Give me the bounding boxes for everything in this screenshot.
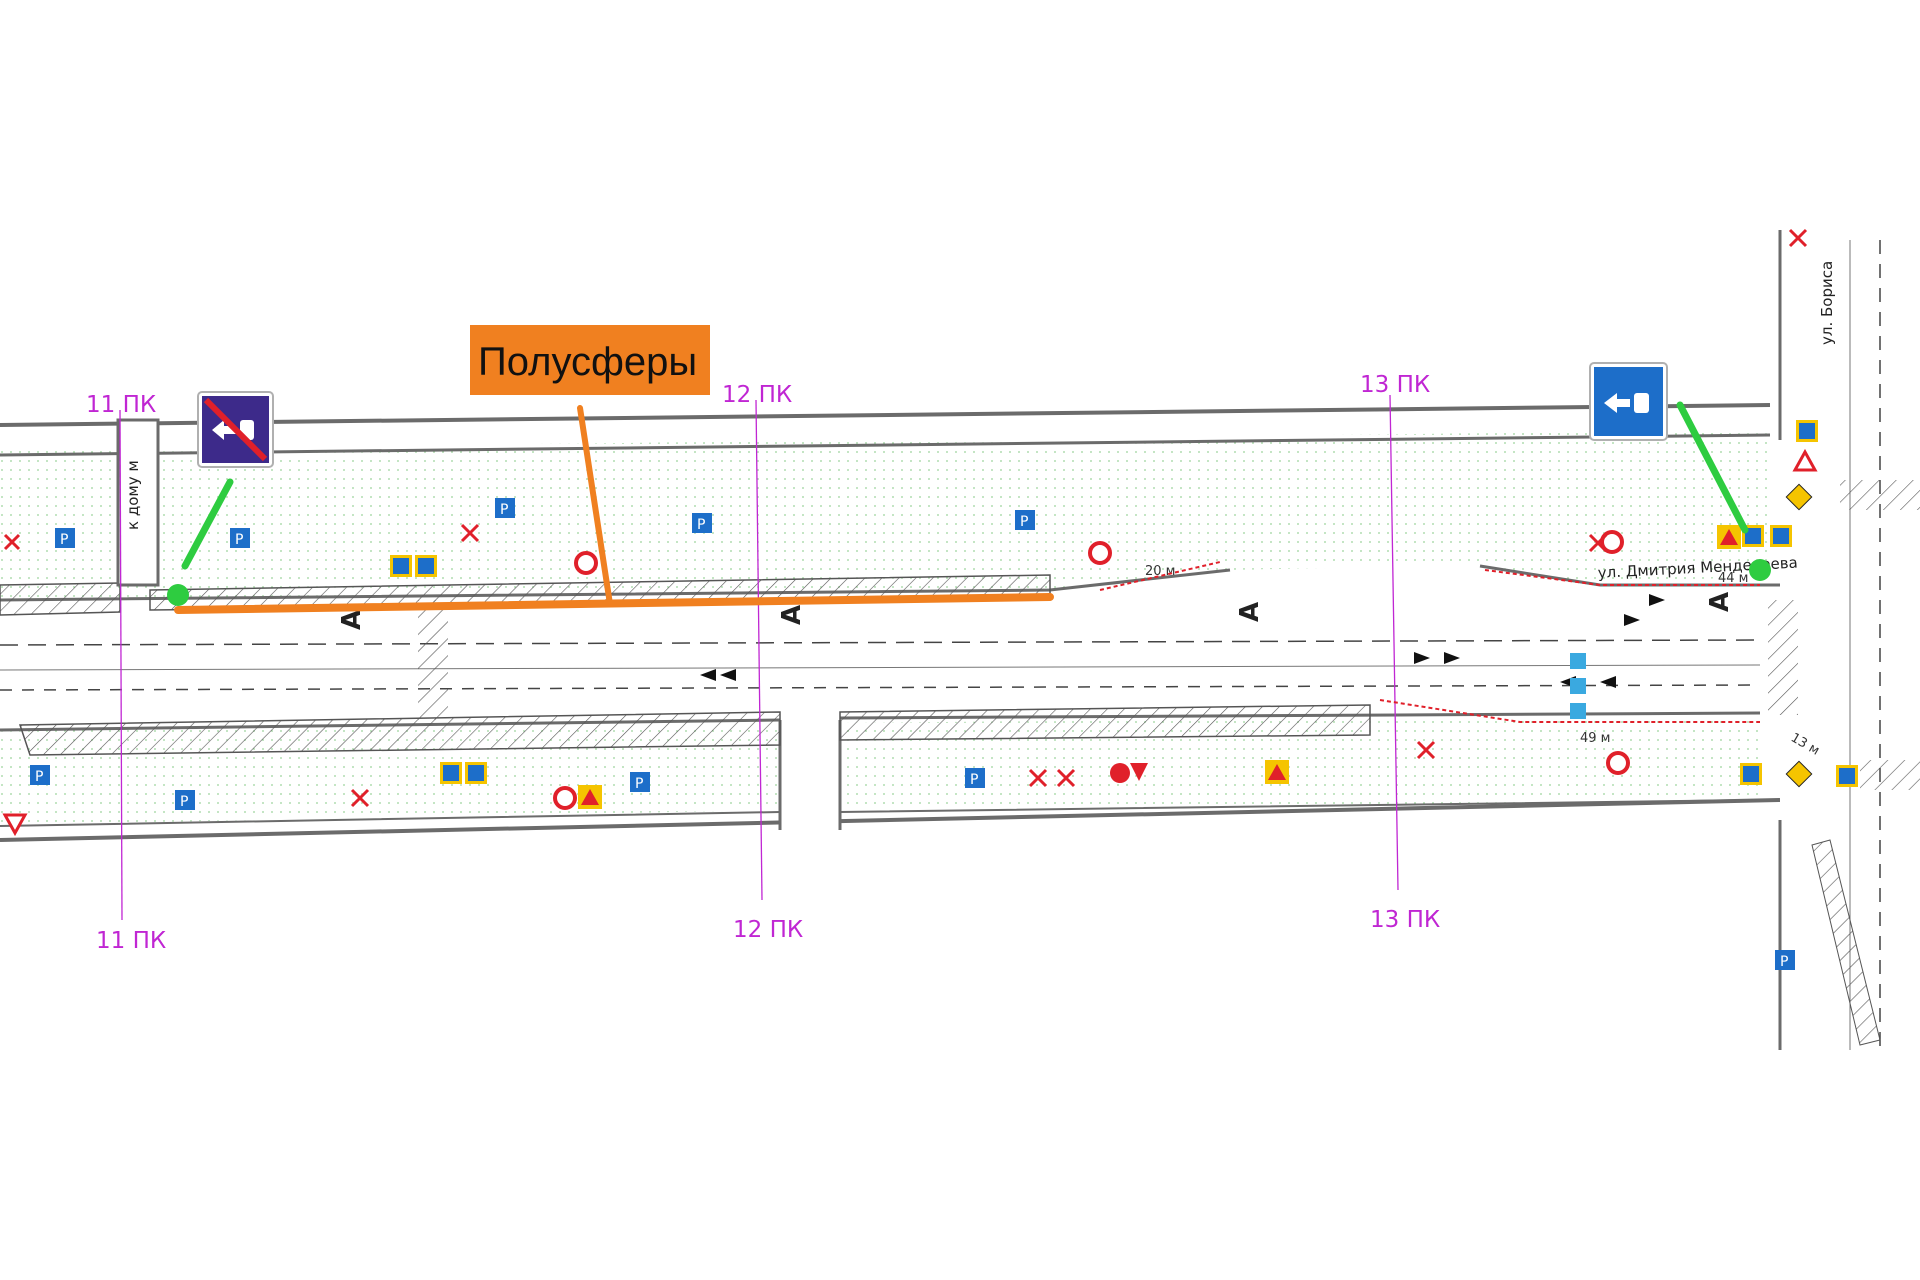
distance-20m: 20 м (1145, 564, 1175, 579)
svg-text:P: P (1780, 954, 1788, 970)
lower-parking-bays (18, 704, 1371, 756)
picket-12-bottom: 12 ПК (733, 917, 803, 943)
distance-44m: 44 м (1718, 571, 1748, 586)
hemispheres-callout-label: Полусферы (478, 340, 697, 384)
picket-11-bottom: 11 ПК (96, 928, 166, 954)
lane-letter-4: А (1705, 592, 1735, 612)
lane-letter-2: А (777, 605, 807, 625)
green-markers (167, 401, 1771, 606)
cross-street-right: ул. Бориса (1768, 230, 1920, 1050)
svg-text:P: P (697, 517, 705, 533)
svg-text:P: P (635, 776, 643, 792)
end-of-bus-lane-sign-icon (197, 391, 274, 468)
side-street-to-house: к дому м (116, 418, 160, 587)
picket-13-top: 13 ПК (1360, 372, 1430, 398)
picket-13-bottom: 13 ПК (1370, 907, 1440, 933)
crosswalk-left (418, 600, 448, 720)
red-boundary-lower (1379, 699, 1760, 723)
red-boundary-right (1484, 569, 1760, 586)
picket-lines (119, 394, 1399, 921)
prohibitory-signs (3, 228, 1808, 810)
bus-lane-sign-icon (1589, 362, 1668, 441)
boris-street-label: ул. Бориса (1818, 261, 1836, 345)
svg-text:P: P (180, 794, 188, 810)
picket-11-top: 11 ПК (86, 392, 156, 418)
lane-indicators (1570, 653, 1586, 719)
svg-text:P: P (60, 532, 68, 548)
hemispheres-callout-box: Полусферы (470, 325, 710, 395)
svg-text:P: P (970, 772, 978, 788)
svg-text:P: P (500, 502, 508, 518)
upper-verge (0, 403, 1771, 600)
lane-letter-3: А (1235, 602, 1265, 622)
side-street-label: к дому м (124, 460, 142, 530)
parking-signs: P P P P P P P P P P (30, 498, 1795, 970)
svg-text:P: P (235, 532, 243, 548)
distance-49m: 49 м (1580, 731, 1610, 746)
svg-text:P: P (1020, 514, 1028, 530)
hemispheres-callout-lines (174, 405, 1054, 614)
warning-signs (2, 448, 1818, 837)
picket-12-top: 12 ПК (722, 382, 792, 408)
lane-letter-1: А (337, 610, 367, 630)
svg-text:P: P (35, 769, 43, 785)
